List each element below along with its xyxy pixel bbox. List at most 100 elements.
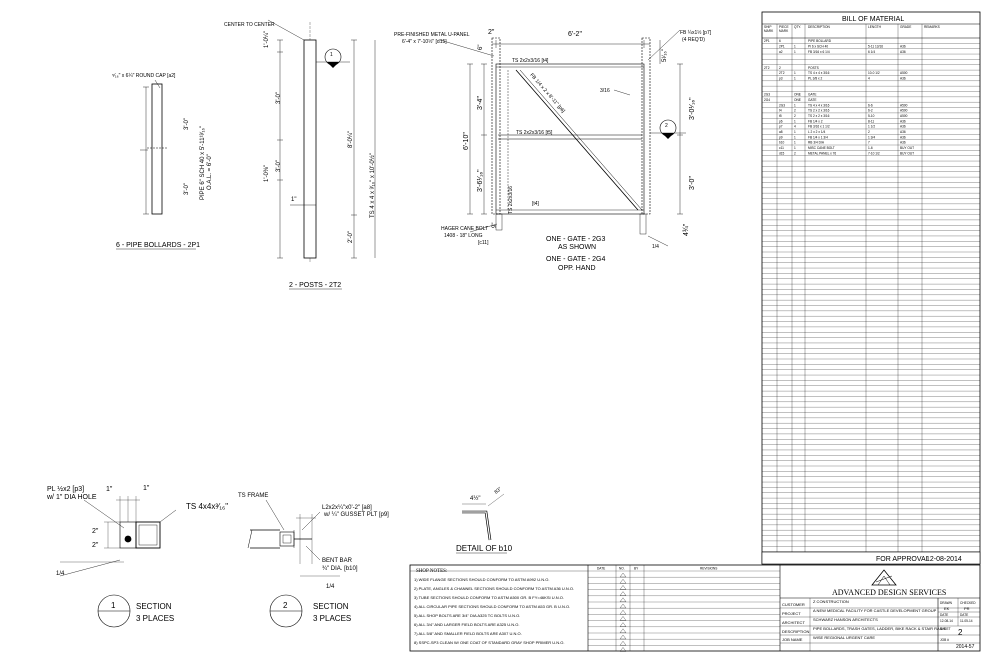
bom-cell: 2T2 — [764, 66, 770, 70]
bom-cell: A36 — [900, 119, 906, 123]
gate-panel-label-2: 6'-4" x 7'-10½" [d15] — [402, 38, 447, 45]
bom-cell: p6 — [779, 119, 783, 123]
section-2-weld: 1/4 — [326, 584, 335, 590]
sheet-value: 2 — [958, 628, 963, 637]
posts-dim-a: 3'-0" — [276, 92, 282, 104]
bom-cell: 1 — [794, 50, 796, 54]
bom-cell: 8-11 — [868, 119, 874, 123]
bom-cell: 2G3 — [764, 93, 770, 97]
bom-cell: 7 — [868, 141, 870, 145]
bom-cell: FB 3/16 x 6 1/4 — [808, 50, 830, 54]
shop-note: 2) PLATE, ANGLES & CHANNEL SECTIONS SHOU… — [414, 586, 574, 591]
section-1-pl-1: PL ½x2 [p3] — [47, 485, 84, 493]
section-1-drawing — [59, 496, 177, 628]
shop-note: 7) ALL 5/8" AND SMALLER FIELD BOLTS ARE … — [414, 631, 522, 636]
bom-cell: ONE — [794, 98, 801, 102]
bom-cell: RB 3/4 DIA — [808, 141, 825, 145]
bom-cell: 2 — [794, 151, 796, 155]
gate-t4-bottom: [t4] — [532, 201, 540, 207]
bom-header: REMARKS — [924, 25, 940, 29]
bom-cell: BUY OUT — [900, 151, 914, 155]
bom-header: MARK — [779, 29, 789, 33]
section-2-drawing — [247, 499, 340, 628]
gate-dim-9: 9" — [492, 223, 498, 228]
bom-cell: A36 — [900, 135, 906, 139]
titleblock-value: PIPE BOLLARDS, TRASH GATES, LADDER, BIKE… — [813, 626, 946, 631]
detail-dim: 4½" — [470, 495, 480, 502]
bom-cell: L 2 x 2 x 1/4 — [808, 130, 825, 134]
bollard-dim-lower: 3'-0" — [184, 183, 190, 195]
bom-cell: t5 — [779, 114, 782, 118]
gate-title-2: AS SHOWN — [558, 244, 596, 251]
drawn-value: EK — [944, 606, 950, 611]
bom-cell: A36 — [900, 77, 906, 81]
gate-dim-left-2: 3'-6¹⁄₁₆" — [477, 169, 484, 192]
revision-triangle-icon — [619, 622, 627, 627]
bom-cell: A36 — [900, 141, 906, 145]
bom-cell: A500 — [900, 71, 908, 75]
bom-cell: 2 — [794, 114, 796, 118]
bollard-title: 6 - PIPE BOLLARDS - 2P1 — [116, 242, 200, 249]
posts-dim-b: 1'-0⅜" — [264, 165, 270, 182]
gate-dim-4: 4¾" — [683, 223, 690, 236]
titleblock-value: A NEW MEDICAL FACILITY FOR CASTLE DEVELO… — [813, 608, 937, 613]
bom-cell: ONE — [794, 93, 801, 97]
bom-cell: 5-10 — [868, 114, 875, 118]
gate-title-4: OPP. HAND — [558, 265, 596, 272]
section-1-pl-2: w/ 1" DIA HOLE — [46, 494, 97, 501]
bom-cell: FB 3/16 x 1 1/2 — [808, 125, 830, 129]
revision-header: BY — [634, 567, 639, 571]
bom-cell: 2 — [779, 66, 781, 70]
posts-dim-d: 1" — [291, 197, 296, 203]
bom-cell: 2G4 — [764, 98, 770, 102]
bom-cell: 2P1 — [764, 39, 770, 43]
posts-dim-top: 1'-0¼" — [264, 31, 270, 48]
revision-triangle-icon — [619, 616, 627, 621]
bom-header: SHIP — [764, 25, 771, 29]
gate-dim-2: 2" — [488, 29, 495, 36]
posts-dim-e: 2'-0" — [348, 231, 354, 243]
revision-triangle-icon — [619, 647, 627, 652]
bom-cell: p9 — [779, 135, 783, 139]
bom-cell: 1 — [794, 130, 796, 134]
bom-cell: A36 — [900, 44, 906, 48]
bom-cell: p7 — [779, 125, 783, 129]
section-2-bent-1: BENT BAR — [322, 558, 353, 564]
revision-triangle-icon — [619, 640, 627, 646]
gate-diag-label: FB 1/4 x 2 x 8'-11" [p6] — [528, 72, 566, 114]
sheet-label: SHEET — [940, 627, 951, 631]
bom-cell: 1-6 — [868, 146, 873, 150]
bom-cell: A500 — [900, 114, 908, 118]
bom-cell: TS 2 x 2 x 3/16 — [808, 114, 830, 118]
bom-cell: TS 2 x 2 x 3/16 — [808, 109, 830, 113]
titleblock-label: JOB NAME — [782, 637, 803, 642]
bom-cell: 1 — [794, 44, 796, 48]
bollard-drawing — [140, 79, 167, 215]
detail-title: DETAIL OF b10 — [456, 544, 513, 553]
section-1-dim-2b: 2" — [92, 542, 99, 549]
title-block — [780, 569, 980, 651]
date-2: 11-05-14 — [960, 619, 973, 623]
bom-cell: A36 — [900, 50, 906, 54]
section-2-sub: 3 PLACES — [313, 614, 351, 623]
bom-cell: 1 — [794, 77, 796, 81]
posts-title: 2 - POSTS - 2T2 — [289, 282, 341, 289]
bom-cell: a8 — [779, 130, 783, 134]
shop-note: 1) WIDE FLANGE SECTIONS SHOULD CONFORM T… — [414, 577, 549, 582]
section-1-ts: TS 4x4x³⁄₁₆" — [186, 502, 228, 511]
section-2-title: SECTION — [313, 602, 349, 611]
bom-cell: 2G3 — [779, 103, 785, 107]
bom-cell: d15 — [779, 151, 785, 155]
bom-cell: 1 — [794, 141, 796, 145]
bom-cell: 1 — [794, 103, 796, 107]
bom-cell: 7-10 1/2 — [868, 151, 880, 155]
bom-title: BILL OF MATERIAL — [842, 16, 904, 23]
approval-label: FOR APPROVAL — [876, 556, 930, 563]
gate-dim-6: 6" — [478, 45, 484, 50]
section-1-title: SECTION — [136, 602, 172, 611]
bom-cell: 2T2 — [779, 71, 785, 75]
posts-drawing — [267, 19, 376, 262]
gate-hager-3: [c11] — [478, 240, 489, 246]
revision-header: REVISIONS — [700, 567, 717, 571]
